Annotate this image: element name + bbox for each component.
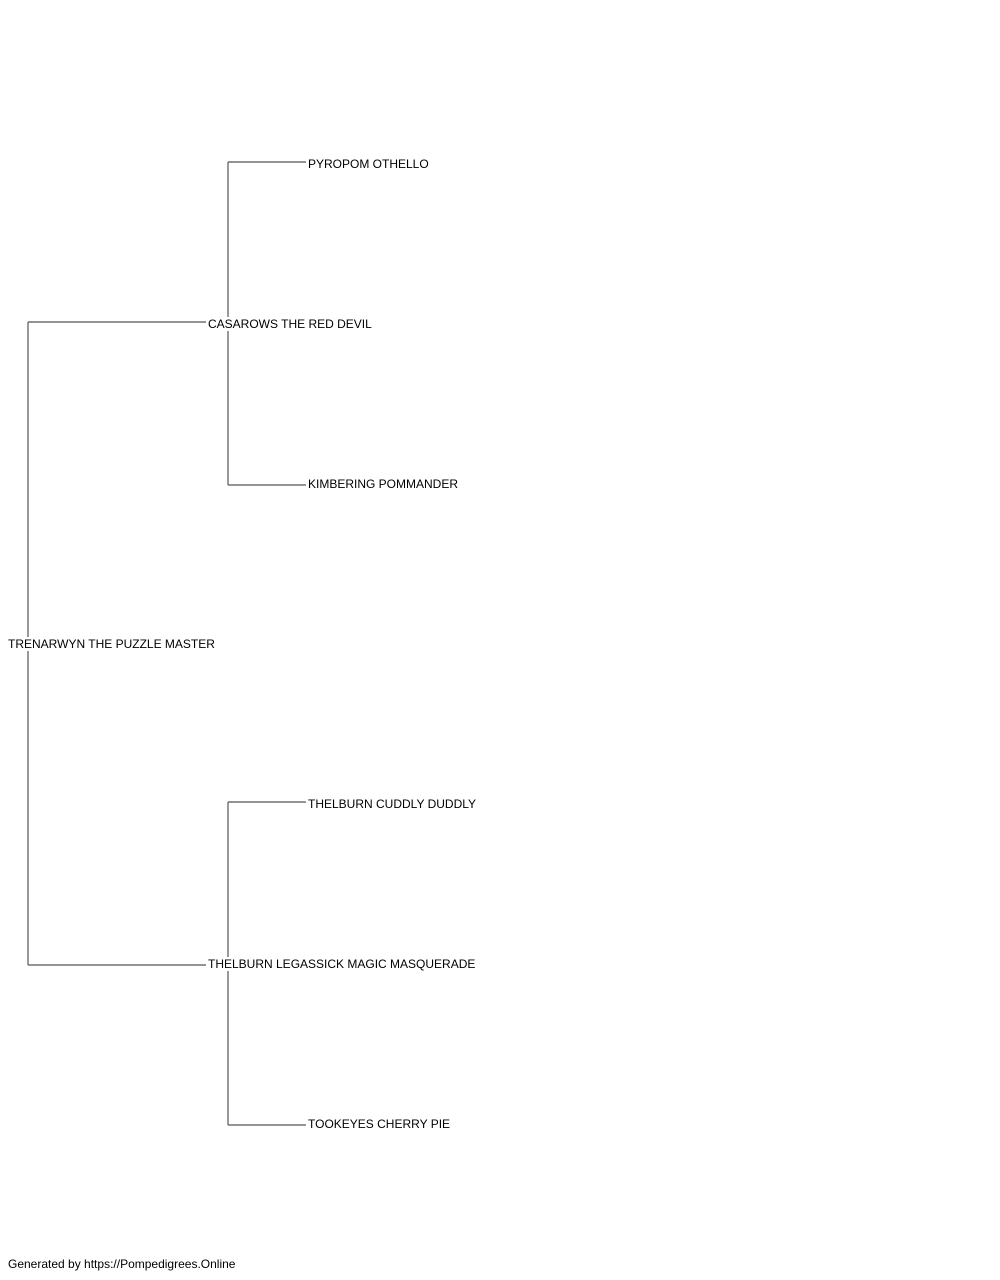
dam-dam-name: TOOKEYES CHERRY PIE: [307, 1117, 452, 1131]
sire-name: CASAROWS THE RED DEVIL: [207, 317, 373, 331]
dam-name: THELBURN LEGASSICK MAGIC MASQUERADE: [207, 957, 477, 971]
sire-sire-name: PYROPOM OTHELLO: [307, 157, 430, 171]
dam-sire-name: THELBURN CUDDLY DUDDLY: [307, 797, 478, 811]
sire-dam-name: KIMBERING POMMANDER: [307, 477, 460, 491]
subject-name: TRENARWYN THE PUZZLE MASTER: [7, 637, 216, 651]
generated-by-footer: Generated by https://Pompedigrees.Online: [8, 1257, 236, 1271]
